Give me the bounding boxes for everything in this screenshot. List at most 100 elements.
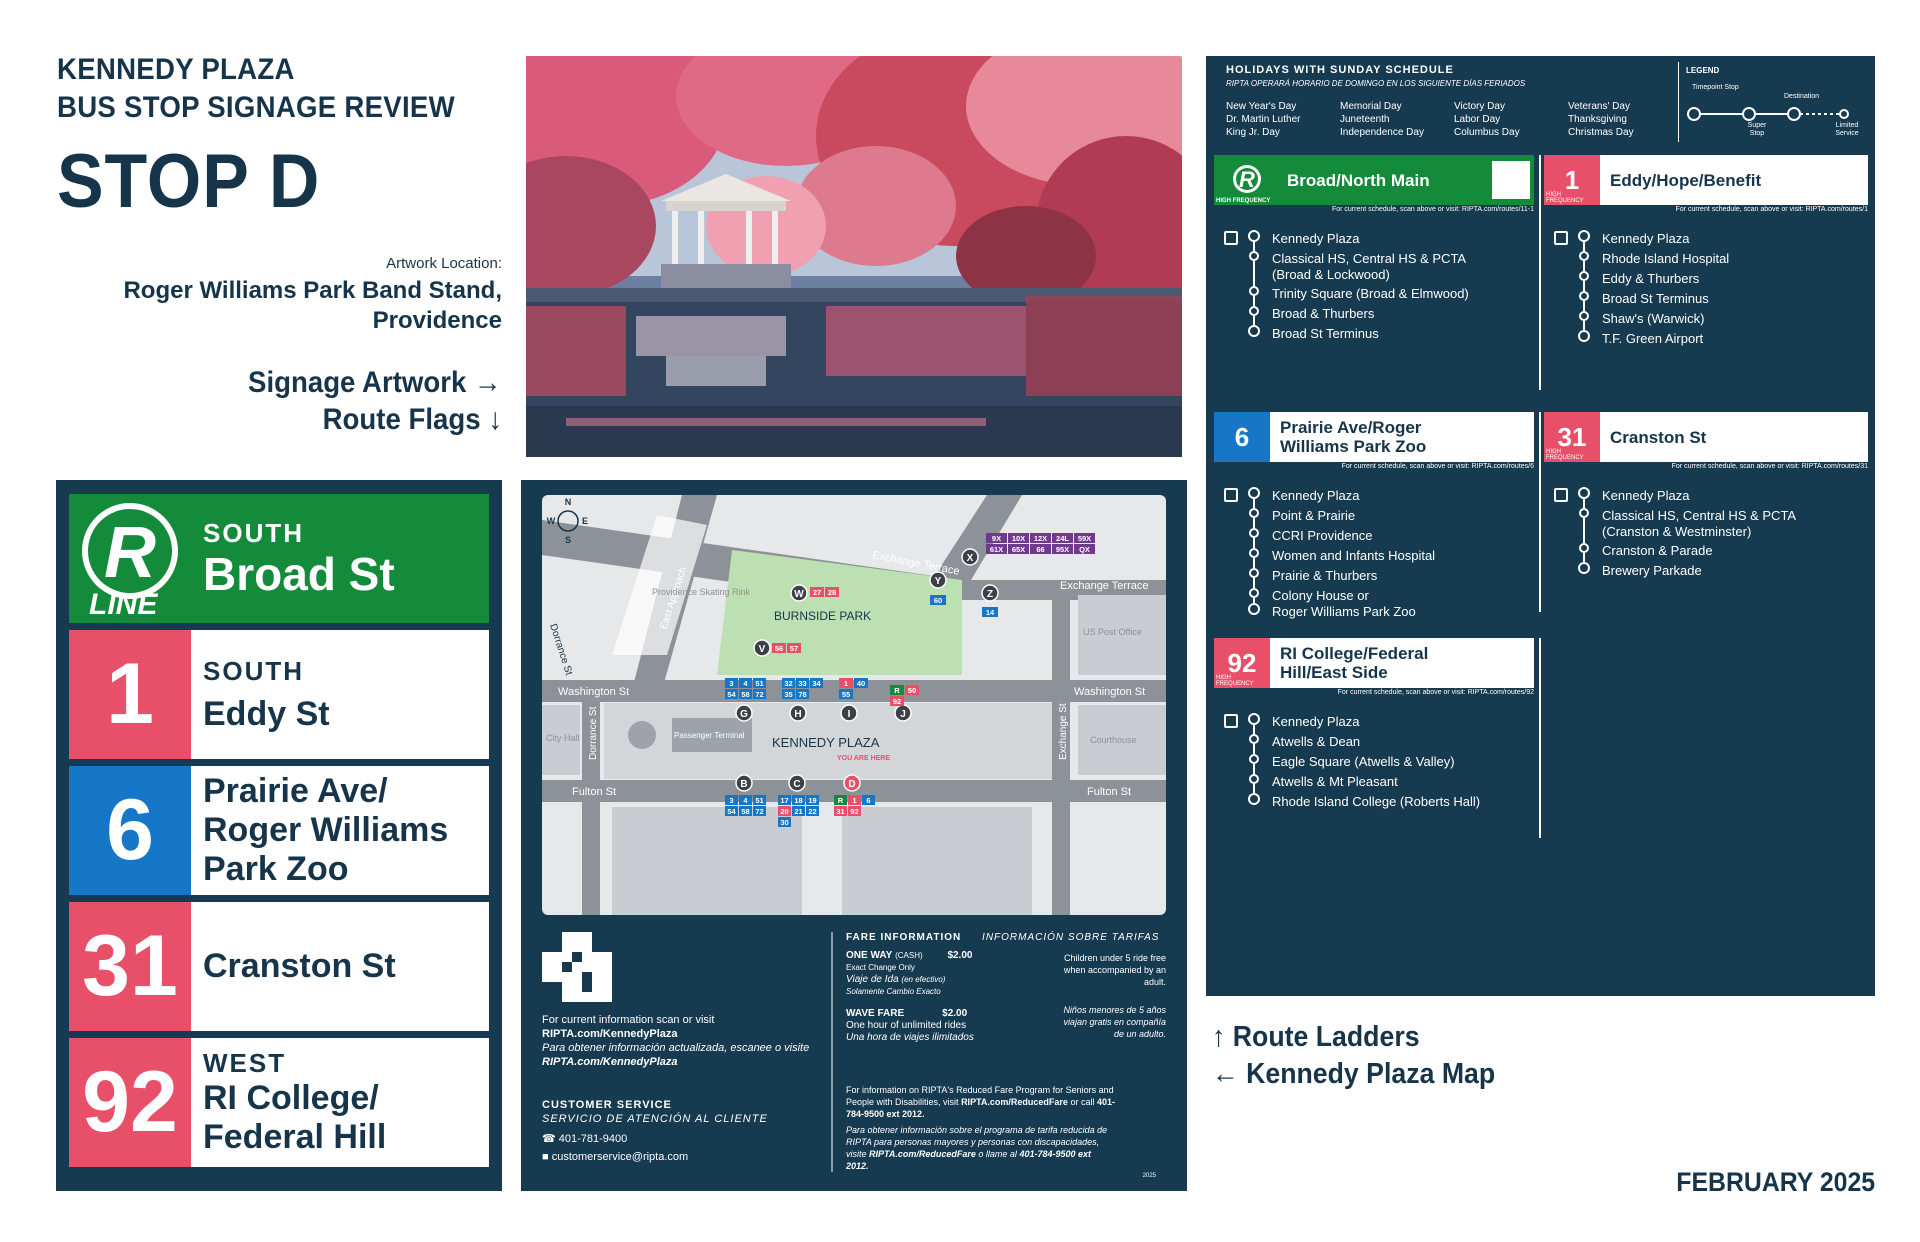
route-chip bbox=[778, 806, 791, 816]
place-burnside-park: BURNSIDE PARK bbox=[774, 609, 871, 623]
bus-icon bbox=[1224, 488, 1238, 502]
fare-ida: Viaje de Ida (en efectivo) bbox=[846, 974, 1166, 986]
route-chip bbox=[810, 678, 823, 688]
route-chip bbox=[753, 795, 766, 805]
stop-marker-v[interactable] bbox=[753, 639, 771, 657]
stop-title: STOP D bbox=[57, 139, 321, 224]
flag-destination: Broad St bbox=[203, 548, 395, 600]
stop-marker-h[interactable] bbox=[789, 704, 807, 722]
ladder-r-line-schedule[interactable]: For current schedule, scan above or visi… bbox=[1331, 206, 1534, 213]
ladder-stop-dot bbox=[1579, 311, 1589, 321]
reduced-es-phone[interactable]: 401-784-9500 ext 2012. bbox=[846, 1149, 1092, 1171]
ladder-stop-name: Atwells & Dean bbox=[1272, 734, 1361, 749]
route-chip-label: R bbox=[894, 686, 900, 695]
flag-text: Prairie Ave/ Roger Williams Park Zoo bbox=[191, 766, 448, 895]
ladder-route-1-schedule[interactable]: For current schedule, scan above or visi… bbox=[1675, 206, 1868, 213]
flag-direction: SOUTH bbox=[203, 655, 304, 686]
route-chip bbox=[739, 678, 752, 688]
stop-marker-d[interactable] bbox=[843, 774, 861, 792]
qr-code-icon[interactable] bbox=[1492, 161, 1530, 199]
qr-code-icon[interactable] bbox=[542, 932, 612, 1002]
scan-url-es[interactable]: RIPTA.com/KennedyPlaza bbox=[542, 1056, 678, 1068]
reduced-phone[interactable]: 401-784-9500 ext 2012. bbox=[846, 1097, 1115, 1119]
route-6-number: 6 bbox=[1234, 421, 1250, 452]
ladder-route-6-schedule[interactable]: For current schedule, scan above or visi… bbox=[1341, 463, 1534, 470]
stop-marker-c[interactable] bbox=[788, 774, 806, 792]
ladder-divider-upper bbox=[1539, 155, 1541, 390]
stop-marker-label: D bbox=[848, 779, 855, 790]
route-ladders-caption: ↑ Route Ladders bbox=[1212, 1021, 1420, 1053]
reduced-es-url[interactable]: RIPTA.com/ReducedFare bbox=[869, 1149, 976, 1159]
route-chip bbox=[778, 795, 791, 805]
ladder-stop-name: Roger Williams Park Zoo bbox=[1272, 604, 1416, 619]
holiday-item: Christmas Day bbox=[1568, 127, 1634, 138]
stop-marker-x[interactable] bbox=[961, 548, 979, 566]
ladder-line bbox=[1578, 487, 1590, 574]
ladder-stop-name: Brewery Parkade bbox=[1602, 563, 1702, 578]
route-chip-label: 59X bbox=[1078, 534, 1091, 543]
route-chip-label: 3 bbox=[729, 796, 733, 805]
ladder-stop-name: Kennedy Plaza bbox=[1272, 231, 1360, 246]
stop-marker-g[interactable] bbox=[735, 704, 753, 722]
reduced-fare-info-es: Para obtener información sobre el progra… bbox=[846, 1124, 1116, 1172]
svg-text:R: R bbox=[1239, 167, 1255, 192]
route-chip bbox=[1030, 544, 1051, 554]
stop-marker-b[interactable] bbox=[735, 774, 753, 792]
cs-phone-number[interactable]: 401-781-9400 bbox=[558, 1133, 628, 1145]
cs-title-es: SERVICIO DE ATENCIÓN AL CLIENTE bbox=[542, 1113, 768, 1125]
fare-efectivo: (en efectivo) bbox=[901, 975, 946, 984]
qr-code-icon[interactable] bbox=[1823, 161, 1861, 199]
ladder-stop-dot bbox=[1248, 793, 1260, 805]
qr-code-map[interactable] bbox=[542, 932, 612, 1006]
flag-text: SOUTH Eddy St bbox=[191, 630, 330, 759]
legend-destination-icon bbox=[1787, 107, 1801, 121]
ladder-stop-dot bbox=[1249, 734, 1259, 744]
stop-marker-label: C bbox=[793, 779, 800, 790]
stop-marker-z[interactable] bbox=[981, 584, 999, 602]
route-flags-caption: Route Flags ↓ bbox=[322, 403, 502, 436]
stop-marker-w[interactable] bbox=[790, 584, 808, 602]
street-washington: Washington St bbox=[558, 686, 629, 698]
route-chip bbox=[1030, 533, 1051, 543]
cs-phone: ☎ 401-781-9400 bbox=[542, 1132, 832, 1146]
stop-marker-i[interactable] bbox=[840, 704, 858, 722]
ladder-route-31-schedule[interactable]: For current schedule, scan above or visi… bbox=[1671, 463, 1868, 470]
fare-one-way: ONE WAY (CASH) $2.00 bbox=[846, 950, 1166, 962]
qr-code-icon[interactable] bbox=[1489, 418, 1527, 456]
ladder-line bbox=[1248, 230, 1260, 337]
holidays-col-1: New Year's Day Dr. Martin Luther King Jr… bbox=[1226, 100, 1300, 139]
qr-code-icon[interactable] bbox=[1823, 418, 1861, 456]
stop-marker-y[interactable] bbox=[929, 571, 947, 589]
route-chip bbox=[986, 544, 1007, 554]
ladder-route-31-title: Cranston St bbox=[1610, 427, 1707, 447]
ladder-route-92-schedule[interactable]: For current schedule, scan above or visi… bbox=[1337, 689, 1534, 696]
ladder-route-92-header: 92 HIGH FREQUENCY RI College/Federal Hil… bbox=[1214, 638, 1534, 688]
fare-titles: FARE INFORMATION INFORMACIÓN SOBRE TARIF… bbox=[846, 932, 1166, 944]
route-chip-label: 92 bbox=[850, 807, 858, 816]
stop-marker-label: Z bbox=[987, 589, 993, 600]
route-31-number: 31 bbox=[1557, 421, 1587, 452]
route-chip bbox=[1074, 533, 1095, 543]
route-number: 1 bbox=[69, 630, 191, 759]
route-chip-label: 60 bbox=[934, 596, 942, 605]
legend-super-icon bbox=[1742, 107, 1756, 121]
kennedy-plaza-map: N W E S Exchange Terrace Exchange Terrac… bbox=[542, 495, 1166, 915]
ladder-line bbox=[1248, 713, 1260, 805]
route-chip bbox=[782, 678, 795, 688]
route-chip bbox=[778, 817, 791, 827]
holiday-item: Thanksgiving bbox=[1568, 114, 1627, 125]
route-1-badge: 1 HIGH FREQUENCY bbox=[1544, 155, 1600, 205]
r-line-logo-text: LINE bbox=[89, 588, 158, 621]
qr-code-icon[interactable] bbox=[1489, 644, 1527, 682]
scan-url[interactable]: RIPTA.com/KennedyPlaza bbox=[542, 1028, 678, 1040]
cs-email-address[interactable]: customerservice@ripta.com bbox=[551, 1151, 689, 1163]
reduced-text-3: or call bbox=[1070, 1097, 1095, 1107]
reduced-url[interactable]: RIPTA.com/ReducedFare bbox=[961, 1097, 1068, 1107]
ladder-stop-dot bbox=[1248, 713, 1260, 725]
flag-text: Cranston St bbox=[191, 902, 396, 1031]
ladder-stop-name: Atwells & Mt Pleasant bbox=[1272, 774, 1398, 789]
route-chip-label: 1 bbox=[852, 796, 856, 805]
ladder-stop-dot bbox=[1249, 548, 1259, 558]
flag-text: WEST RI College/ Federal Hill bbox=[191, 1038, 386, 1167]
route-number: 6 bbox=[69, 766, 191, 895]
